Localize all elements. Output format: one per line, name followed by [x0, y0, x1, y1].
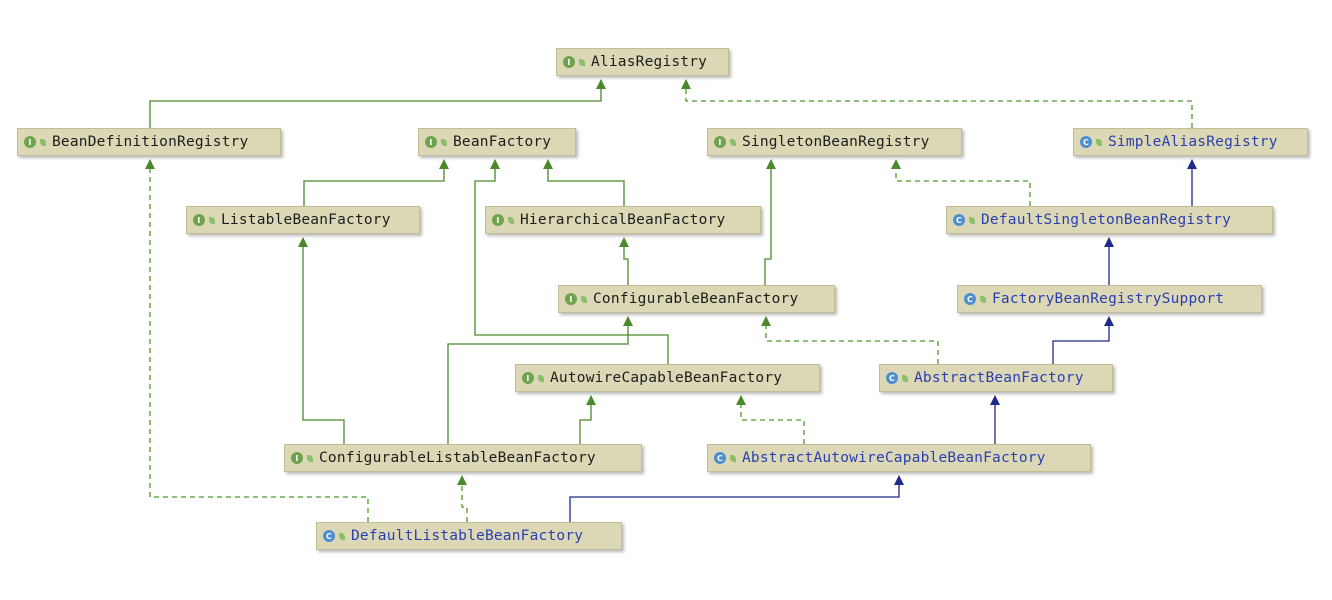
edge-AutowireCapableBeanFactory-to-BeanFactory: [474, 159, 669, 364]
interface-icon: I: [24, 136, 36, 148]
node-label: AliasRegistry: [591, 54, 708, 70]
edge-SimpleAliasRegistry-to-AliasRegistry: [681, 79, 1193, 128]
node-label: FactoryBeanRegistrySupport: [992, 291, 1225, 307]
interface-icon: I: [492, 214, 504, 226]
interface-icon: I: [563, 56, 575, 68]
node-label: ListableBeanFactory: [221, 212, 391, 228]
interface-icon: I: [565, 293, 577, 305]
edge-DefaultSingletonBeanRegistry-to-SingletonBeanRegistry: [891, 159, 1031, 206]
node-label: ConfigurableListableBeanFactory: [319, 450, 596, 466]
leaf-icon: [307, 454, 313, 462]
node-label: AbstractAutowireCapableBeanFactory: [742, 450, 1046, 466]
edge-DefaultListableBeanFactory-to-BeanDefinitionRegistry: [145, 159, 369, 522]
node-bean-definition-registry[interactable]: I BeanDefinitionRegistry: [17, 128, 281, 156]
class-icon: C: [964, 293, 976, 305]
edge-ConfigurableListableBeanFactory-to-ListableBeanFactory: [298, 237, 345, 444]
node-alias-registry[interactable]: I AliasRegistry: [556, 48, 729, 76]
node-hierarchical-bean-factory[interactable]: I HierarchicalBeanFactory: [485, 206, 761, 234]
edge-ListableBeanFactory-to-BeanFactory: [303, 159, 449, 206]
leaf-icon: [730, 454, 736, 462]
node-label: AutowireCapableBeanFactory: [550, 370, 783, 386]
node-default-listable-bean-factory[interactable]: C DefaultListableBeanFactory: [316, 522, 622, 550]
edge-DefaultListableBeanFactory-to-AbstractAutowireCapableBeanFactory: [569, 475, 904, 522]
edge-HierarchicalBeanFactory-to-BeanFactory: [543, 159, 625, 206]
node-label: SingletonBeanRegistry: [742, 134, 930, 150]
leaf-icon: [40, 138, 46, 146]
node-label: BeanDefinitionRegistry: [52, 134, 249, 150]
node-label: HierarchicalBeanFactory: [520, 212, 726, 228]
edge-ConfigurableBeanFactory-to-HierarchicalBeanFactory: [619, 237, 629, 285]
leaf-icon: [980, 295, 986, 303]
leaf-icon: [339, 532, 345, 540]
edge-ConfigurableBeanFactory-to-SingletonBeanRegistry: [764, 159, 776, 285]
leaf-icon: [538, 374, 544, 382]
interface-icon: I: [425, 136, 437, 148]
node-bean-factory[interactable]: I BeanFactory: [418, 128, 576, 156]
node-configurable-listable-bean-factory[interactable]: I ConfigurableListableBeanFactory: [284, 444, 642, 472]
class-icon: C: [323, 530, 335, 542]
edge-AbstractBeanFactory-to-ConfigurableBeanFactory: [761, 316, 939, 364]
node-abstract-bean-factory[interactable]: C AbstractBeanFactory: [879, 364, 1113, 392]
node-abstract-autowire-capable-bean-factory[interactable]: C AbstractAutowireCapableBeanFactory: [707, 444, 1091, 472]
class-icon: C: [1080, 136, 1092, 148]
node-label: BeanFactory: [453, 134, 552, 150]
node-label: SimpleAliasRegistry: [1108, 134, 1278, 150]
node-listable-bean-factory[interactable]: I ListableBeanFactory: [186, 206, 420, 234]
edge-BeanDefinitionRegistry-to-AliasRegistry: [149, 79, 606, 128]
edge-AbstractAutowireCapableBeanFactory-to-AutowireCapableBeanFactory: [736, 395, 805, 444]
node-label: DefaultListableBeanFactory: [351, 528, 584, 544]
interface-icon: I: [522, 372, 534, 384]
node-label: DefaultSingletonBeanRegistry: [981, 212, 1232, 228]
node-label: AbstractBeanFactory: [914, 370, 1084, 386]
leaf-icon: [508, 216, 514, 224]
leaf-icon: [902, 374, 908, 382]
node-configurable-bean-factory[interactable]: I ConfigurableBeanFactory: [558, 285, 835, 313]
leaf-icon: [579, 58, 585, 66]
interface-icon: I: [291, 452, 303, 464]
edge-ConfigurableListableBeanFactory-to-ConfigurableBeanFactory: [447, 316, 633, 444]
edge-ConfigurableListableBeanFactory-to-AutowireCapableBeanFactory: [579, 395, 596, 444]
edge-DefaultListableBeanFactory-to-ConfigurableListableBeanFactory: [457, 475, 468, 522]
node-singleton-bean-registry[interactable]: I SingletonBeanRegistry: [707, 128, 962, 156]
node-autowire-capable-bean-factory[interactable]: I AutowireCapableBeanFactory: [515, 364, 820, 392]
class-icon: C: [886, 372, 898, 384]
leaf-icon: [969, 216, 975, 224]
node-simple-alias-registry[interactable]: C SimpleAliasRegistry: [1073, 128, 1308, 156]
interface-icon: I: [193, 214, 205, 226]
class-icon: C: [714, 452, 726, 464]
leaf-icon: [441, 138, 447, 146]
leaf-icon: [1096, 138, 1102, 146]
node-factory-bean-registry-support[interactable]: C FactoryBeanRegistrySupport: [957, 285, 1262, 313]
node-label: ConfigurableBeanFactory: [593, 291, 799, 307]
leaf-icon: [581, 295, 587, 303]
leaf-icon: [209, 216, 215, 224]
interface-icon: I: [714, 136, 726, 148]
class-icon: C: [953, 214, 965, 226]
leaf-icon: [730, 138, 736, 146]
node-default-singleton-bean-registry[interactable]: C DefaultSingletonBeanRegistry: [946, 206, 1273, 234]
edge-AbstractBeanFactory-to-FactoryBeanRegistrySupport: [1052, 316, 1114, 364]
